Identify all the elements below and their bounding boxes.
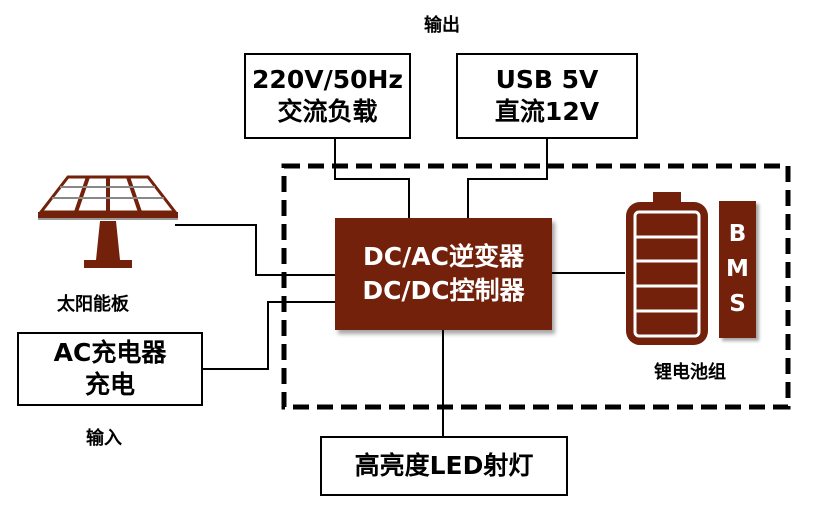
dc-usb-line2: 直流12V	[494, 97, 600, 126]
output-section-label: 输出	[424, 15, 460, 36]
input-section-label: 输入	[86, 428, 122, 449]
inverter-label: DC/AC逆变器	[363, 242, 524, 271]
battery-icon	[626, 192, 708, 345]
ac-charger-line1: AC充电器	[53, 338, 167, 367]
ac-load-line1: 220V/50Hz	[252, 65, 403, 94]
led-spotlight-box: 高亮度LED射灯	[320, 436, 568, 496]
solar-panel-icon	[38, 175, 178, 268]
ac-charger-line2: 充电	[84, 370, 135, 399]
dc-usb-line1: USB 5V	[495, 65, 599, 94]
ac-load-output-box: 220V/50Hz 交流负载	[244, 53, 411, 139]
wire-ac-output	[334, 138, 410, 218]
bms-letter-b: B	[728, 221, 747, 247]
dc-usb-output-box: USB 5V 直流12V	[456, 53, 638, 139]
solar-panel-label: 太阳能板	[57, 294, 129, 315]
wire-ac-charger-input	[202, 301, 335, 370]
led-spotlight-label: 高亮度LED射灯	[354, 451, 534, 480]
bms-block: B M S	[719, 201, 756, 338]
wire-solar-input	[175, 224, 335, 276]
battery-pack-label: 锂电池组	[654, 362, 726, 383]
ac-load-line2: 交流负载	[277, 97, 378, 126]
controller-label: DC/DC控制器	[362, 276, 525, 305]
bms-letter-m: M	[726, 256, 749, 282]
bms-letter-s: S	[729, 291, 746, 317]
ac-charger-box: AC充电器 充电	[17, 332, 203, 406]
inverter-controller-block: DC/AC逆变器 DC/DC控制器	[335, 218, 552, 330]
wire-dc-output	[467, 138, 548, 218]
system-enclosure	[281, 163, 791, 410]
